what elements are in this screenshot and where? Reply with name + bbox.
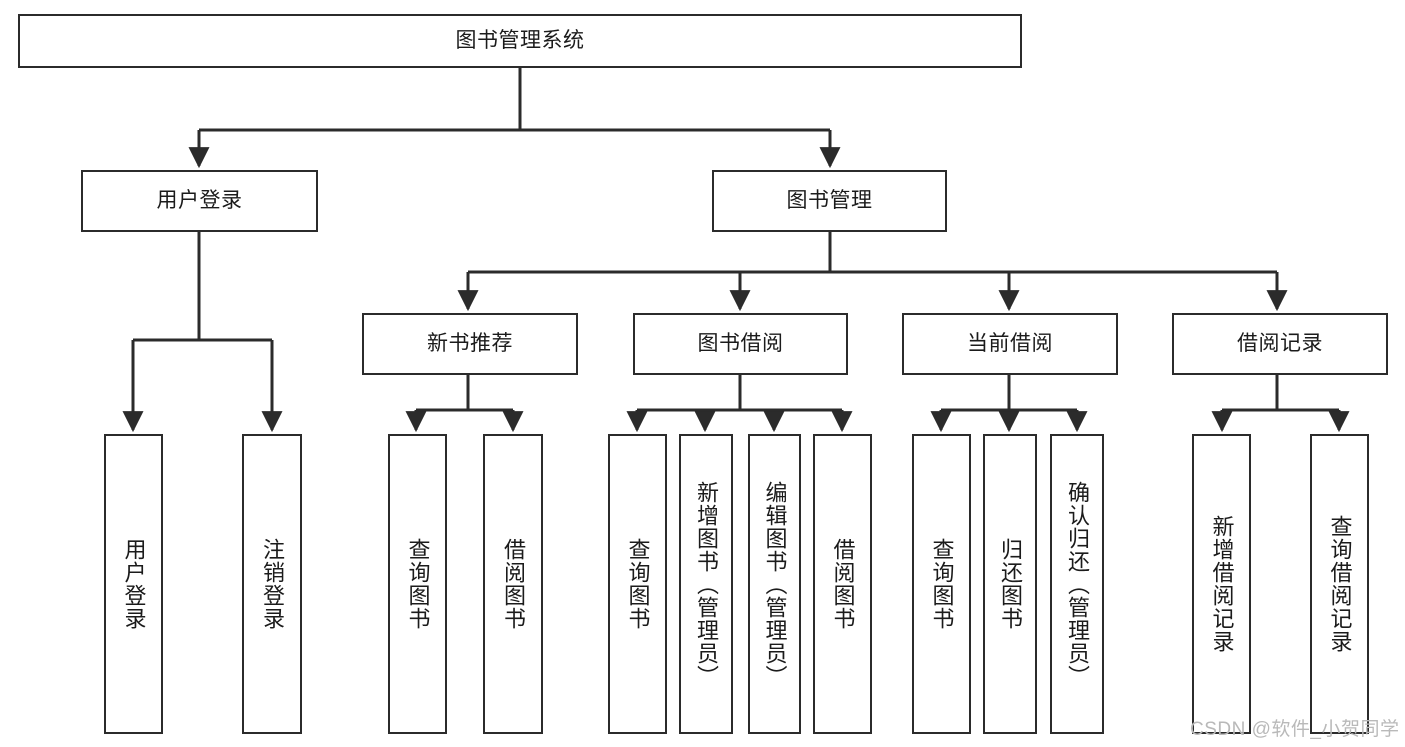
node-leaf-borrow-books-borrowing[interactable]: 借阅图书 xyxy=(813,434,872,734)
node-borrow-records-label: 借阅记录 xyxy=(1237,332,1323,356)
node-leaf-query-books-recommend[interactable]: 查询图书 xyxy=(388,434,447,734)
node-leaf-query-books-recommend-label: 查询图书 xyxy=(405,538,431,630)
node-leaf-add-borrow-record-label: 新增借阅记录 xyxy=(1209,515,1235,653)
node-leaf-borrow-books-recommend-label: 借阅图书 xyxy=(500,538,526,630)
node-user-login[interactable]: 用户登录 xyxy=(81,170,318,232)
node-leaf-add-book-admin[interactable]: 新增图书（管理员） xyxy=(679,434,733,734)
node-book-management-label: 图书管理 xyxy=(786,189,873,213)
node-leaf-user-login[interactable]: 用户登录 xyxy=(104,434,163,734)
node-leaf-query-books-current[interactable]: 查询图书 xyxy=(912,434,971,734)
node-book-borrowing[interactable]: 图书借阅 xyxy=(633,313,848,375)
node-leaf-edit-book-admin[interactable]: 编辑图书（管理员） xyxy=(748,434,801,734)
node-book-management[interactable]: 图书管理 xyxy=(712,170,947,232)
watermark-text: CSDN @软件_小贺同学 xyxy=(1190,719,1400,740)
node-leaf-query-books-borrowing-label: 查询图书 xyxy=(625,538,651,630)
node-leaf-query-books-borrowing[interactable]: 查询图书 xyxy=(608,434,667,734)
node-current-borrowing[interactable]: 当前借阅 xyxy=(902,313,1118,375)
node-leaf-return-book[interactable]: 归还图书 xyxy=(983,434,1037,734)
node-leaf-confirm-return-admin-label: 确认归还（管理员） xyxy=(1064,480,1090,688)
node-leaf-add-borrow-record[interactable]: 新增借阅记录 xyxy=(1192,434,1251,734)
node-new-book-recommendation[interactable]: 新书推荐 xyxy=(362,313,578,375)
node-new-book-recommendation-label: 新书推荐 xyxy=(427,332,513,356)
node-root-label: 图书管理系统 xyxy=(455,29,585,53)
node-user-login-label: 用户登录 xyxy=(156,189,243,213)
node-leaf-add-book-admin-label: 新增图书（管理员） xyxy=(693,480,719,688)
node-leaf-edit-book-admin-label: 编辑图书（管理员） xyxy=(762,480,788,688)
node-current-borrowing-label: 当前借阅 xyxy=(967,332,1053,356)
node-leaf-borrow-books-borrowing-label: 借阅图书 xyxy=(830,538,856,630)
node-leaf-user-login-label: 用户登录 xyxy=(121,538,147,630)
node-leaf-confirm-return-admin[interactable]: 确认归还（管理员） xyxy=(1050,434,1104,734)
node-leaf-query-books-current-label: 查询图书 xyxy=(929,538,955,630)
node-book-borrowing-label: 图书借阅 xyxy=(697,332,784,356)
node-leaf-query-borrow-record-label: 查询借阅记录 xyxy=(1327,515,1353,653)
node-borrow-records[interactable]: 借阅记录 xyxy=(1172,313,1388,375)
node-root[interactable]: 图书管理系统 xyxy=(18,14,1022,68)
node-leaf-borrow-books-recommend[interactable]: 借阅图书 xyxy=(483,434,543,734)
node-leaf-logout[interactable]: 注销登录 xyxy=(242,434,302,734)
node-leaf-logout-label: 注销登录 xyxy=(259,538,285,630)
node-leaf-return-book-label: 归还图书 xyxy=(997,538,1023,630)
node-leaf-query-borrow-record[interactable]: 查询借阅记录 xyxy=(1310,434,1369,734)
